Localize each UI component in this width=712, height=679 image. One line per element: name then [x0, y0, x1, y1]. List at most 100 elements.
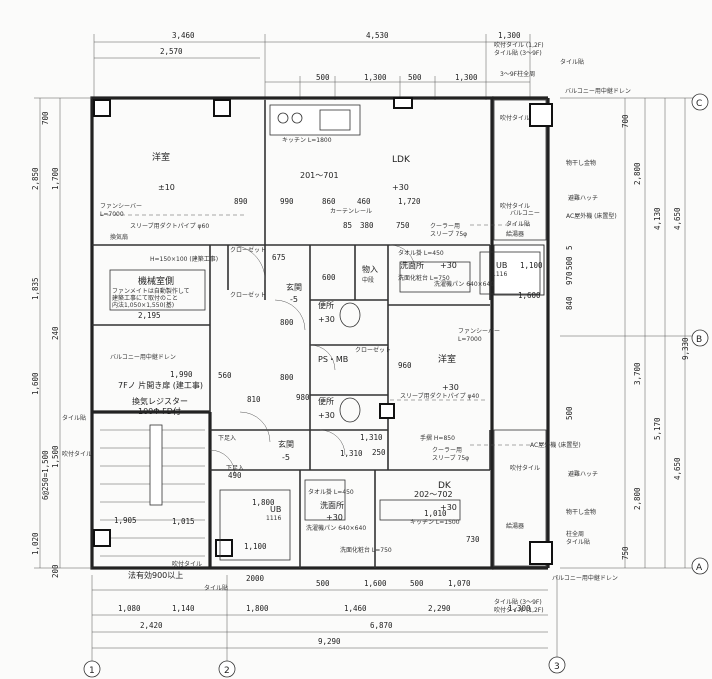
note-balcony-drain-top: バルコニー用中継ドレン — [565, 87, 631, 95]
dim-left-3: 1,700 — [51, 167, 60, 190]
machine-note-1: ファンメイトは自動製作して — [112, 287, 190, 295]
rdim-m-a: 1,990 — [170, 370, 193, 379]
note-tile-paste-left: タイル貼 — [62, 414, 86, 422]
dim-left-8: 6@250=1,500 — [41, 450, 50, 500]
ub-bottom-code: 1116 — [266, 515, 281, 522]
note-handrail: 手摺 H=850 — [420, 434, 455, 442]
pipe-lines — [100, 214, 530, 446]
note-sleeve-bottom: スリーブ 75φ — [432, 454, 469, 462]
rdim-ldk-e: 85 — [343, 221, 352, 230]
note-door-7f: 7Fノ 片開き扉 (建工事) — [118, 380, 203, 390]
toilet-top-label: 便所 — [318, 300, 334, 310]
dim-right-11: 970 — [565, 271, 574, 285]
dimension-lines-left — [34, 97, 92, 569]
note-laundry-top: 物干し金物 — [566, 159, 596, 167]
note-washer-b: 洗濯機パン 640×640 — [306, 524, 366, 532]
note-ac-bottom: AC屋外機 (床置型) — [530, 441, 581, 449]
toilet-bottom-level: +30 — [318, 411, 335, 420]
dim-bottom-4: 1,070 — [448, 579, 471, 588]
rdim-m-g: 1,310 — [340, 449, 363, 458]
note-curtain: カーテンレール — [330, 208, 372, 215]
rdim-ldk-b: 860 — [322, 197, 336, 206]
rdim-m-i: 1,100 — [520, 261, 543, 270]
ub-bottom-label: UB — [270, 505, 281, 514]
note-pipe-left: スリーブ用ダクトパイプ φ60 — [130, 222, 209, 230]
rdim-b-b: 1,100 — [244, 542, 267, 551]
note-vanity-b: 洗面化粧台 L=750 — [340, 546, 392, 554]
dim-right-10: 750 — [621, 546, 630, 560]
axis-b-label: B — [696, 335, 702, 345]
exterior-walls — [90, 96, 550, 570]
note-washer: 洗濯機パン 640×640 — [434, 280, 494, 288]
wash-top-label: 洗面所 — [400, 260, 424, 270]
rdim-m-d: 800 — [280, 373, 294, 382]
note-closet-mid: クローゼット — [355, 346, 391, 354]
rdim-m-f: 810 — [247, 395, 261, 404]
rdim-ldk-f: 380 — [360, 221, 374, 230]
entry-top-label: 玄関 — [286, 282, 302, 292]
toilet-bottom-label: 便所 — [318, 396, 334, 406]
dim-bottom-5: 1,080 — [118, 604, 141, 613]
dim-bottom-10: 1,300 — [508, 604, 531, 613]
rdim-m-b: 560 — [218, 371, 232, 380]
dimension-lines-right — [560, 97, 700, 569]
note-vent-100b: 100Φ FD付 — [138, 406, 181, 416]
ub-top-label: UB — [496, 261, 507, 270]
axis-3-label: 3 — [554, 662, 560, 672]
dim-left-5: 240 — [51, 326, 60, 340]
rdim-m-c: 800 — [280, 318, 294, 327]
room-western-mid: 洋室 — [438, 353, 456, 365]
note-supply-bottom: 給湯器 — [506, 522, 524, 530]
note-tile-top-1: 吹付タイル (1,2F) — [494, 41, 544, 49]
note-inspect: H=150×100 (建築工事) — [150, 255, 218, 263]
rdim-m-e: 960 — [398, 361, 412, 370]
note-cooler-top: クーラー用 — [430, 223, 460, 230]
rdim-b-h: 250 — [372, 448, 386, 457]
dim-bottom-1: 500 — [316, 579, 330, 588]
note-tile-paste: タイル貼 — [506, 220, 530, 228]
axis-1-label: 1 — [89, 666, 95, 676]
note-balcony-drain-left: バルコニー用中継ドレン — [110, 353, 176, 361]
note-fan-left-l: L=7000 — [100, 211, 124, 218]
entry-bottom-label: 玄関 — [278, 439, 294, 449]
rdim-b-a: 1,800 — [252, 498, 275, 507]
dim-bottom-11: 2,420 — [140, 621, 163, 630]
rdim-b-f: 675 — [272, 253, 286, 262]
stair-treads — [100, 424, 205, 557]
dim-right-15: 500 — [565, 256, 574, 270]
dim-top-1: 3,460 — [172, 31, 195, 40]
wash-bottom-level: +30 — [326, 513, 343, 522]
dim-left-11: 1,905 — [114, 516, 137, 525]
rdim-ldk-a: 990 — [280, 197, 294, 206]
note-kitchen-bottom: キッチン L=1500 — [410, 519, 460, 526]
note-evac-bottom: 避難ハッチ — [568, 470, 598, 478]
dim-left-9: 1,020 — [31, 532, 40, 555]
dim-right-4: 4,650 — [673, 207, 682, 230]
rdim-m-h: 980 — [296, 393, 310, 402]
room-ldk-top: LDK — [392, 155, 411, 165]
dim-left-1: 700 — [41, 111, 50, 125]
rdim-b-j: 2000 — [246, 574, 265, 583]
note-col-cover-bottom: 柱全周 — [566, 530, 584, 538]
shoe-top-label: 下足入 — [218, 435, 236, 442]
note-vent-100: 換気レジスター — [132, 396, 188, 406]
dim-bottom-3: 500 — [410, 579, 424, 588]
shoe-bottom-label: 下足入 — [226, 465, 244, 472]
ub-top-code: 1116 — [492, 271, 507, 278]
room-ldk-top-level: +30 — [392, 183, 409, 192]
storage-sub: 中段 — [362, 276, 374, 284]
dim-bottom-8: 1,460 — [344, 604, 367, 613]
interior-walls — [92, 100, 491, 568]
dim-right-12: 840 — [565, 296, 574, 310]
rdim-w-top: 890 — [234, 197, 248, 206]
axis-markers-bottom — [83, 656, 566, 678]
entry-bottom-level: -5 — [282, 453, 290, 462]
machine-note-2: 建築工事にて取付のこと — [112, 294, 178, 302]
entry-top-level: -5 — [290, 295, 298, 304]
dim-top-5: 500 — [316, 73, 330, 82]
note-supply-top: 給湯器 — [506, 230, 524, 238]
dim-right-13: 5 — [565, 245, 574, 250]
rdim-b-e: 1,015 — [172, 517, 195, 526]
note-spray-tile-left: 吹付タイル — [62, 450, 92, 458]
